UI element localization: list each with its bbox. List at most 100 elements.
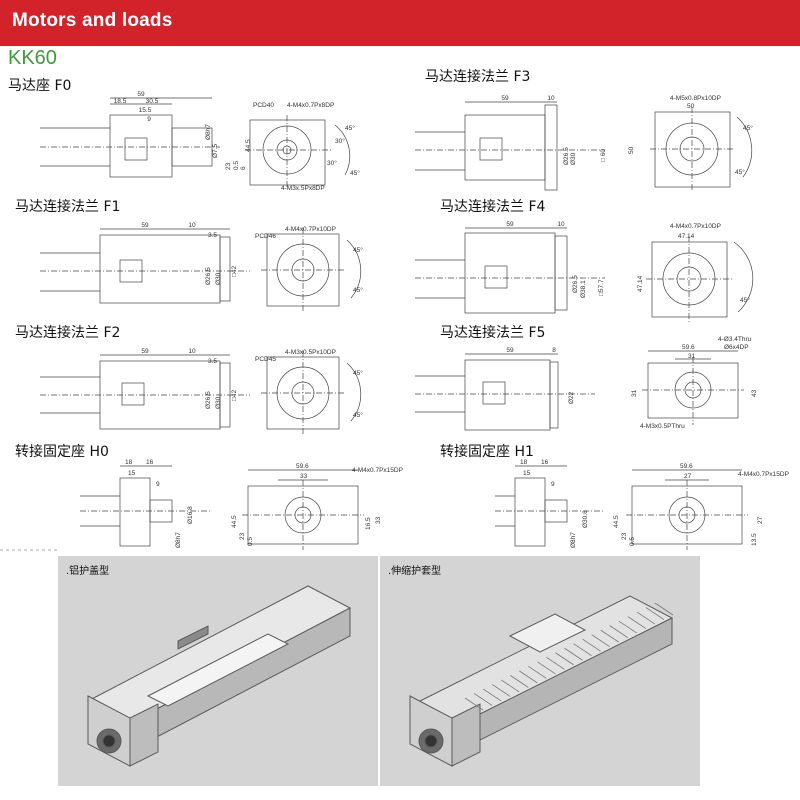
f1-dim-59: 59: [141, 222, 149, 229]
f4-hole-spec: 4-M4x0.7Px10DP: [670, 223, 721, 230]
f2-angle-2: 45°: [353, 411, 363, 419]
f5-dim-59-6: 59.6: [682, 344, 695, 351]
bellows-pleat: [627, 616, 647, 629]
f5-hole-spec-3: 4-M3x0.5PThru: [640, 423, 685, 430]
h0-dim-15: 15: [128, 470, 136, 477]
photo-panel-aluminum-cover: .铝护盖型: [58, 556, 378, 786]
section-title-f0: 马达座 F0: [8, 78, 72, 94]
bellows-pleat: [555, 652, 574, 666]
f0-dim-9: 9: [147, 116, 151, 123]
f0-angle-2: 45°: [350, 169, 360, 177]
f1-dim-d30: Ø30: [215, 272, 222, 285]
f1-angle-1: 45°: [353, 246, 363, 254]
f3-angle-1: 45°: [743, 124, 753, 132]
f0-side-view: 59 18.5 30.5 15.5 9 Ø8h7 Ø7.5 44.5 23 0.…: [40, 91, 252, 178]
h0-side-view: 18 16 15 9 Ø16.8 Ø8h7: [80, 459, 210, 548]
f5-side-view: 59 8 Ø22: [415, 347, 595, 431]
section-title-f2: 马达连接法兰 F2: [15, 325, 121, 341]
f3-dim-50-h: 50: [687, 103, 695, 110]
h1-dim-d30-6: Ø30.6: [582, 510, 589, 528]
bellows-pleat: [564, 647, 583, 661]
bellows-pleat: [591, 634, 610, 647]
f0-dim-15-5: 15.5: [139, 107, 152, 114]
f2-pcd: PCD45: [255, 356, 276, 363]
f0-hole-spec-1: 4-M4x0.7Px8DP: [287, 102, 334, 109]
f4-dim-59: 59: [506, 221, 514, 228]
header-title: Motors and loads: [12, 10, 173, 31]
f1-dim-10: 10: [188, 222, 196, 229]
h1-dim-13-5: 13.5: [751, 533, 758, 546]
h0-hole-spec: 4-M4x0.7Px15DP: [352, 467, 403, 474]
f0-angle-1: 45°: [345, 124, 355, 132]
f4-dim-d38-1: Ø38.1: [580, 280, 587, 298]
h1-dim-18: 18: [520, 459, 528, 466]
header-bar: Motors and loads: [0, 0, 800, 46]
section-title-f1: 马达连接法兰 F1: [15, 199, 121, 215]
f0-dim-d8h7: Ø8h7: [205, 124, 212, 140]
f5-hole-spec-1: 4-Ø3.4Thru: [718, 336, 752, 343]
f2-dim-d30: Ø30: [215, 396, 222, 409]
f4-dim-47-14-v: 47.14: [637, 275, 644, 292]
bellows-pleat: [537, 661, 556, 675]
f3-dim-d30: Ø30: [570, 152, 577, 165]
f2-dim-10: 10: [188, 348, 196, 355]
f1-dim-42: □42: [231, 265, 238, 277]
f0-dim-59: 59: [137, 91, 145, 98]
bellows-pleat: [491, 684, 511, 697]
section-title-f3: 马达连接法兰 F3: [425, 69, 531, 85]
bellows-pleat: [528, 666, 547, 679]
photo-panel-bellows-cover: .伸缩护套型: [380, 556, 700, 786]
section-title-h1: 转接固定座 H1: [440, 444, 534, 460]
section-title-f5: 马达连接法兰 F5: [440, 325, 546, 341]
f5-dim-59: 59: [506, 347, 514, 354]
section-title-f4: 马达连接法兰 F4: [440, 199, 546, 215]
f3-dim-50-v: 50: [628, 146, 635, 154]
h0-dim-18: 18: [125, 459, 133, 466]
f3-dim-60: □ 60: [600, 149, 607, 162]
f3-dim-59: 59: [501, 95, 509, 102]
h1-dim-44-5: 44.5: [613, 515, 620, 528]
h1-dim-59-6: 59.6: [680, 463, 693, 470]
bellows-pleat: [473, 693, 493, 706]
f5-dim-d22: Ø22: [568, 391, 575, 404]
f5-dim-31-v: 31: [631, 389, 638, 397]
f2-angle-1: 45°: [353, 369, 363, 377]
h1-dim-23: 23: [621, 532, 628, 540]
f2-dim-59: 59: [141, 348, 149, 355]
bellows-pleat: [482, 688, 502, 702]
f1-side-view: 59 10 3.5 Ø26.5 Ø30 □42: [40, 222, 250, 304]
f3-front-view: 4-M5x0.8Px10DP 50 50 45° 45°: [628, 95, 753, 192]
f0-dim-44-5: 44.5: [245, 139, 252, 152]
h0-dim-16: 16: [146, 459, 154, 466]
h1-dim-27-v: 27: [757, 516, 764, 524]
bellows-pleat: [645, 607, 665, 620]
h1-dim-9: 9: [551, 481, 555, 488]
f0-front-view: PCD40 4-M4x0.7Px8DP 4-M3x.5Px8DP 45° 45°…: [245, 102, 360, 192]
h0-dim-33-v: 33: [375, 516, 382, 524]
f0-hole-spec-2: 4-M3x.5Px8DP: [281, 185, 325, 192]
bellows-pleat: [654, 602, 674, 616]
f0-dim-0-5: 0.5: [233, 161, 240, 170]
f0-dim-30-5: 30.5: [146, 98, 159, 105]
f4-front-view: 4-M4x0.7Px10DP 47.14 47.14 45°: [637, 223, 754, 322]
h0-dim-9: 9: [156, 481, 160, 488]
h0-dim-44-5: 44.5: [231, 515, 238, 528]
f2-front-view: 4-M3x0.5Px10DP PCD45 45° 45°: [255, 349, 363, 435]
f0-angle-3: 30°: [335, 137, 345, 145]
f0-dim-6: 6: [240, 166, 247, 170]
f2-dim-d26-5: Ø26.5: [205, 391, 212, 409]
h0-front-view: 59.6 33 4-M4x0.7Px15DP 44.5 23 0.5 16.5 …: [231, 463, 403, 550]
h0-dim-d16-8: Ø16.8: [187, 506, 194, 524]
model-title: KK60: [8, 47, 57, 69]
f3-dim-d26-5: Ø26.5: [563, 147, 570, 165]
f1-dim-3-5: 3.5: [208, 232, 217, 239]
h1-dim-16: 16: [541, 459, 549, 466]
f4-dim-d26-5: Ø26.5: [572, 275, 579, 293]
f4-angle: 45°: [740, 296, 750, 304]
bellows-cover-module-image: [408, 595, 674, 767]
divider-dots: [0, 549, 60, 551]
f1-angle-2: 45°: [353, 286, 363, 294]
f5-dim-8: 8: [552, 347, 556, 354]
f3-hole-spec: 4-M5x0.8Px10DP: [670, 95, 721, 102]
bellows-pleat: [510, 675, 529, 688]
